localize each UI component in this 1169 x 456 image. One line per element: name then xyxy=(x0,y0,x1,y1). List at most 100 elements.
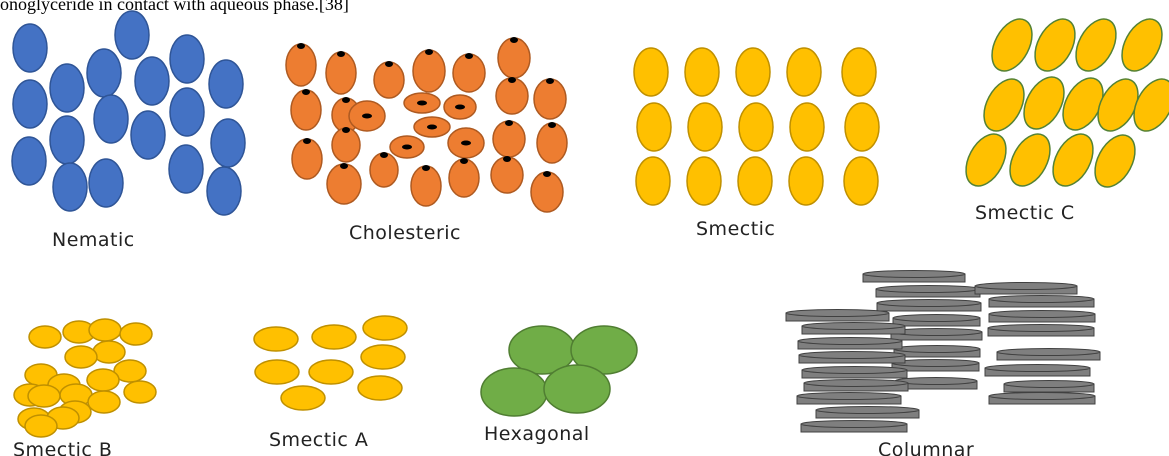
cholesteric-molecule xyxy=(411,166,441,206)
smectic-molecule xyxy=(738,157,772,205)
cholesteric-molecule xyxy=(286,44,316,86)
smectic-c-molecule xyxy=(1016,70,1072,135)
cholesteric-marker xyxy=(340,163,348,169)
smectic-molecule xyxy=(842,48,876,96)
cholesteric-marker xyxy=(417,101,427,106)
cholesteric-molecule xyxy=(496,78,528,114)
smectic-c-molecule xyxy=(1002,127,1058,192)
nematic-molecule xyxy=(131,111,165,159)
cholesteric-marker xyxy=(302,89,310,95)
columnar-disc xyxy=(797,393,901,405)
smectic-c-molecule xyxy=(1045,127,1101,192)
columnar-disc-stacks xyxy=(786,271,1100,433)
nematic-molecule xyxy=(209,60,243,108)
smectic-a-molecule xyxy=(254,327,298,351)
columnar-disc xyxy=(877,300,981,312)
smectic-c-molecule xyxy=(1114,12,1169,77)
smectic-molecule xyxy=(687,157,721,205)
smectic-a-molecule xyxy=(358,376,402,400)
cholesteric-marker xyxy=(427,125,437,130)
columnar-disc xyxy=(985,365,1090,377)
columnar-disc xyxy=(893,315,980,327)
nematic-molecule xyxy=(87,49,121,97)
smectic-b-molecule xyxy=(25,415,57,437)
columnar-disc xyxy=(997,349,1100,361)
cholesteric-molecule xyxy=(491,157,523,193)
label-smectic-a: Smectic A xyxy=(269,429,368,451)
cholesteric-marker xyxy=(297,43,305,49)
smectic-molecule xyxy=(790,103,824,151)
cholesteric-molecule xyxy=(370,153,398,187)
smectic-b-molecule xyxy=(65,346,97,368)
smectic-b-molecule xyxy=(87,369,119,391)
cholesteric-molecule xyxy=(291,90,321,130)
nematic-molecule xyxy=(89,159,123,207)
smectic-c-molecule xyxy=(1027,12,1083,77)
smectic-molecule xyxy=(845,103,879,151)
smectic-a-molecule xyxy=(363,316,407,340)
cholesteric-molecule xyxy=(537,123,567,163)
smectic-b-molecule xyxy=(88,391,120,413)
nematic-molecule xyxy=(207,167,241,215)
cholesteric-molecule xyxy=(493,121,525,157)
cholesteric-marker xyxy=(422,165,430,171)
cholesteric-marker xyxy=(342,127,350,133)
smectic-b-molecule xyxy=(124,381,156,403)
hexagonal-columns xyxy=(481,326,637,416)
nematic-molecule xyxy=(135,57,169,105)
cholesteric-molecule xyxy=(326,52,356,94)
smectic-molecule xyxy=(789,157,823,205)
columnar-disc xyxy=(1004,381,1094,393)
label-nematic: Nematic xyxy=(52,229,135,251)
nematic-molecule xyxy=(53,163,87,211)
cholesteric-marker xyxy=(455,105,465,110)
cholesteric-molecule xyxy=(449,159,479,197)
columnar-disc xyxy=(786,310,889,322)
cholesteric-marker xyxy=(460,158,468,164)
smectic-a-molecule xyxy=(281,386,325,410)
smectic-a-molecule xyxy=(361,345,405,369)
columnar-disc xyxy=(798,338,902,350)
smectic-b-molecules xyxy=(14,319,156,437)
smectic-c-molecules xyxy=(958,12,1169,193)
smectic-molecule xyxy=(636,157,670,205)
columnar-disc xyxy=(989,311,1095,323)
label-hexagonal: Hexagonal xyxy=(484,423,590,445)
cholesteric-molecule xyxy=(531,172,563,212)
nematic-molecule xyxy=(115,11,149,59)
label-smectic: Smectic xyxy=(696,218,775,240)
cholesteric-molecule xyxy=(453,54,485,92)
cholesteric-marker xyxy=(503,156,511,162)
label-columnar: Columnar xyxy=(878,439,974,456)
smectic-b-molecule xyxy=(29,326,61,348)
cholesteric-marker xyxy=(380,152,388,158)
columnar-disc xyxy=(894,346,980,358)
hexagonal-column xyxy=(481,368,547,416)
cholesteric-molecule xyxy=(498,38,530,78)
smectic-b-molecule xyxy=(120,323,152,345)
cholesteric-molecule xyxy=(413,50,445,92)
columnar-disc xyxy=(802,323,905,335)
nematic-molecule xyxy=(13,80,47,128)
cholesteric-marker xyxy=(510,37,518,43)
cholesteric-marker xyxy=(461,141,471,146)
smectic-c-molecule xyxy=(984,12,1040,77)
smectic-c-molecule xyxy=(1068,12,1124,77)
label-smectic-c: Smectic C xyxy=(975,202,1075,224)
smectic-c-molecule xyxy=(976,72,1032,137)
columnar-disc xyxy=(989,296,1094,308)
cholesteric-marker xyxy=(548,122,556,128)
columnar-disc xyxy=(801,421,907,433)
cholesteric-marker xyxy=(543,171,551,177)
smectic-molecule xyxy=(688,103,722,151)
columnar-disc xyxy=(802,367,907,379)
label-smectic-b: Smectic B xyxy=(13,439,112,456)
cholesteric-marker xyxy=(342,97,350,103)
cholesteric-marker xyxy=(546,78,554,84)
smectic-a-molecule xyxy=(255,360,299,384)
nematic-molecule xyxy=(169,145,203,193)
columnar-disc xyxy=(989,393,1095,405)
cholesteric-marker xyxy=(362,114,372,119)
cholesteric-marker xyxy=(402,145,412,150)
